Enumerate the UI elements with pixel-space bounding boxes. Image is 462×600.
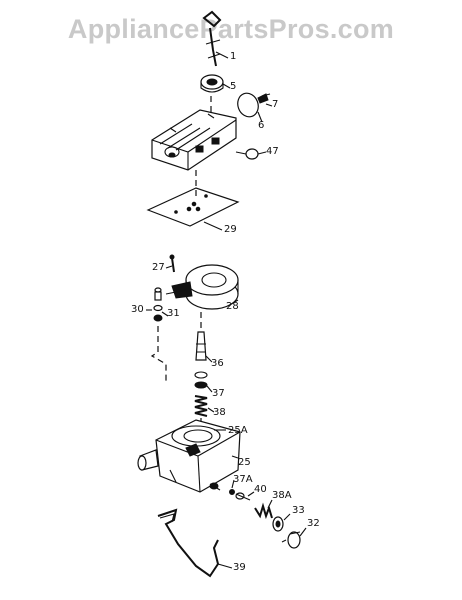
callout-5: 5 (230, 81, 237, 92)
part-30-31-inlet-needle (150, 287, 167, 384)
leader-lines (146, 51, 307, 569)
callout-31: 31 (167, 308, 180, 319)
callout-36: 36 (211, 358, 224, 369)
callout-33: 33 (292, 505, 305, 516)
part-27-hinge-pin (169, 254, 175, 273)
part-1-throttle-lever (202, 10, 222, 67)
part-36-main-jet (195, 312, 207, 361)
callout-25: 25 (238, 457, 251, 468)
watermark-logo: AppliancePartsPros.com (67, 14, 395, 44)
part-33-washer (272, 516, 284, 532)
carburetor-bowl-body (137, 419, 241, 493)
callout-6: 6 (258, 120, 265, 131)
part-38-spring (194, 395, 208, 417)
part-37A-40-needle-assembly (229, 489, 251, 501)
callout-40: 40 (254, 484, 267, 495)
callout-32: 32 (307, 518, 320, 529)
callout-27: 27 (152, 262, 165, 273)
part-28-float (165, 264, 239, 310)
callout-25A: 25A (228, 425, 248, 436)
callout-38: 38 (213, 407, 226, 418)
part-39-bail-wire (157, 508, 220, 578)
callout-29: 29 (224, 224, 237, 235)
part-32-screw (281, 531, 301, 549)
callout-37: 37 (212, 388, 225, 399)
callout-1: 1 (230, 51, 237, 62)
part-7-throttle-plate (237, 92, 271, 118)
upper-body-block (151, 109, 237, 171)
part-37-o-ring (194, 371, 208, 389)
callout-47: 47 (266, 146, 279, 157)
callout-30: 30 (131, 304, 144, 315)
callout-28: 28 (226, 301, 239, 312)
part-29-gasket (146, 170, 240, 227)
part-47-plug (235, 148, 259, 160)
part-5-seal (200, 74, 224, 93)
callout-7: 7 (272, 99, 279, 110)
callout-38A: 38A (272, 490, 292, 501)
callout-39: 39 (233, 562, 246, 573)
callout-37A: 37A (233, 474, 253, 485)
part-38A-spring (254, 502, 273, 520)
